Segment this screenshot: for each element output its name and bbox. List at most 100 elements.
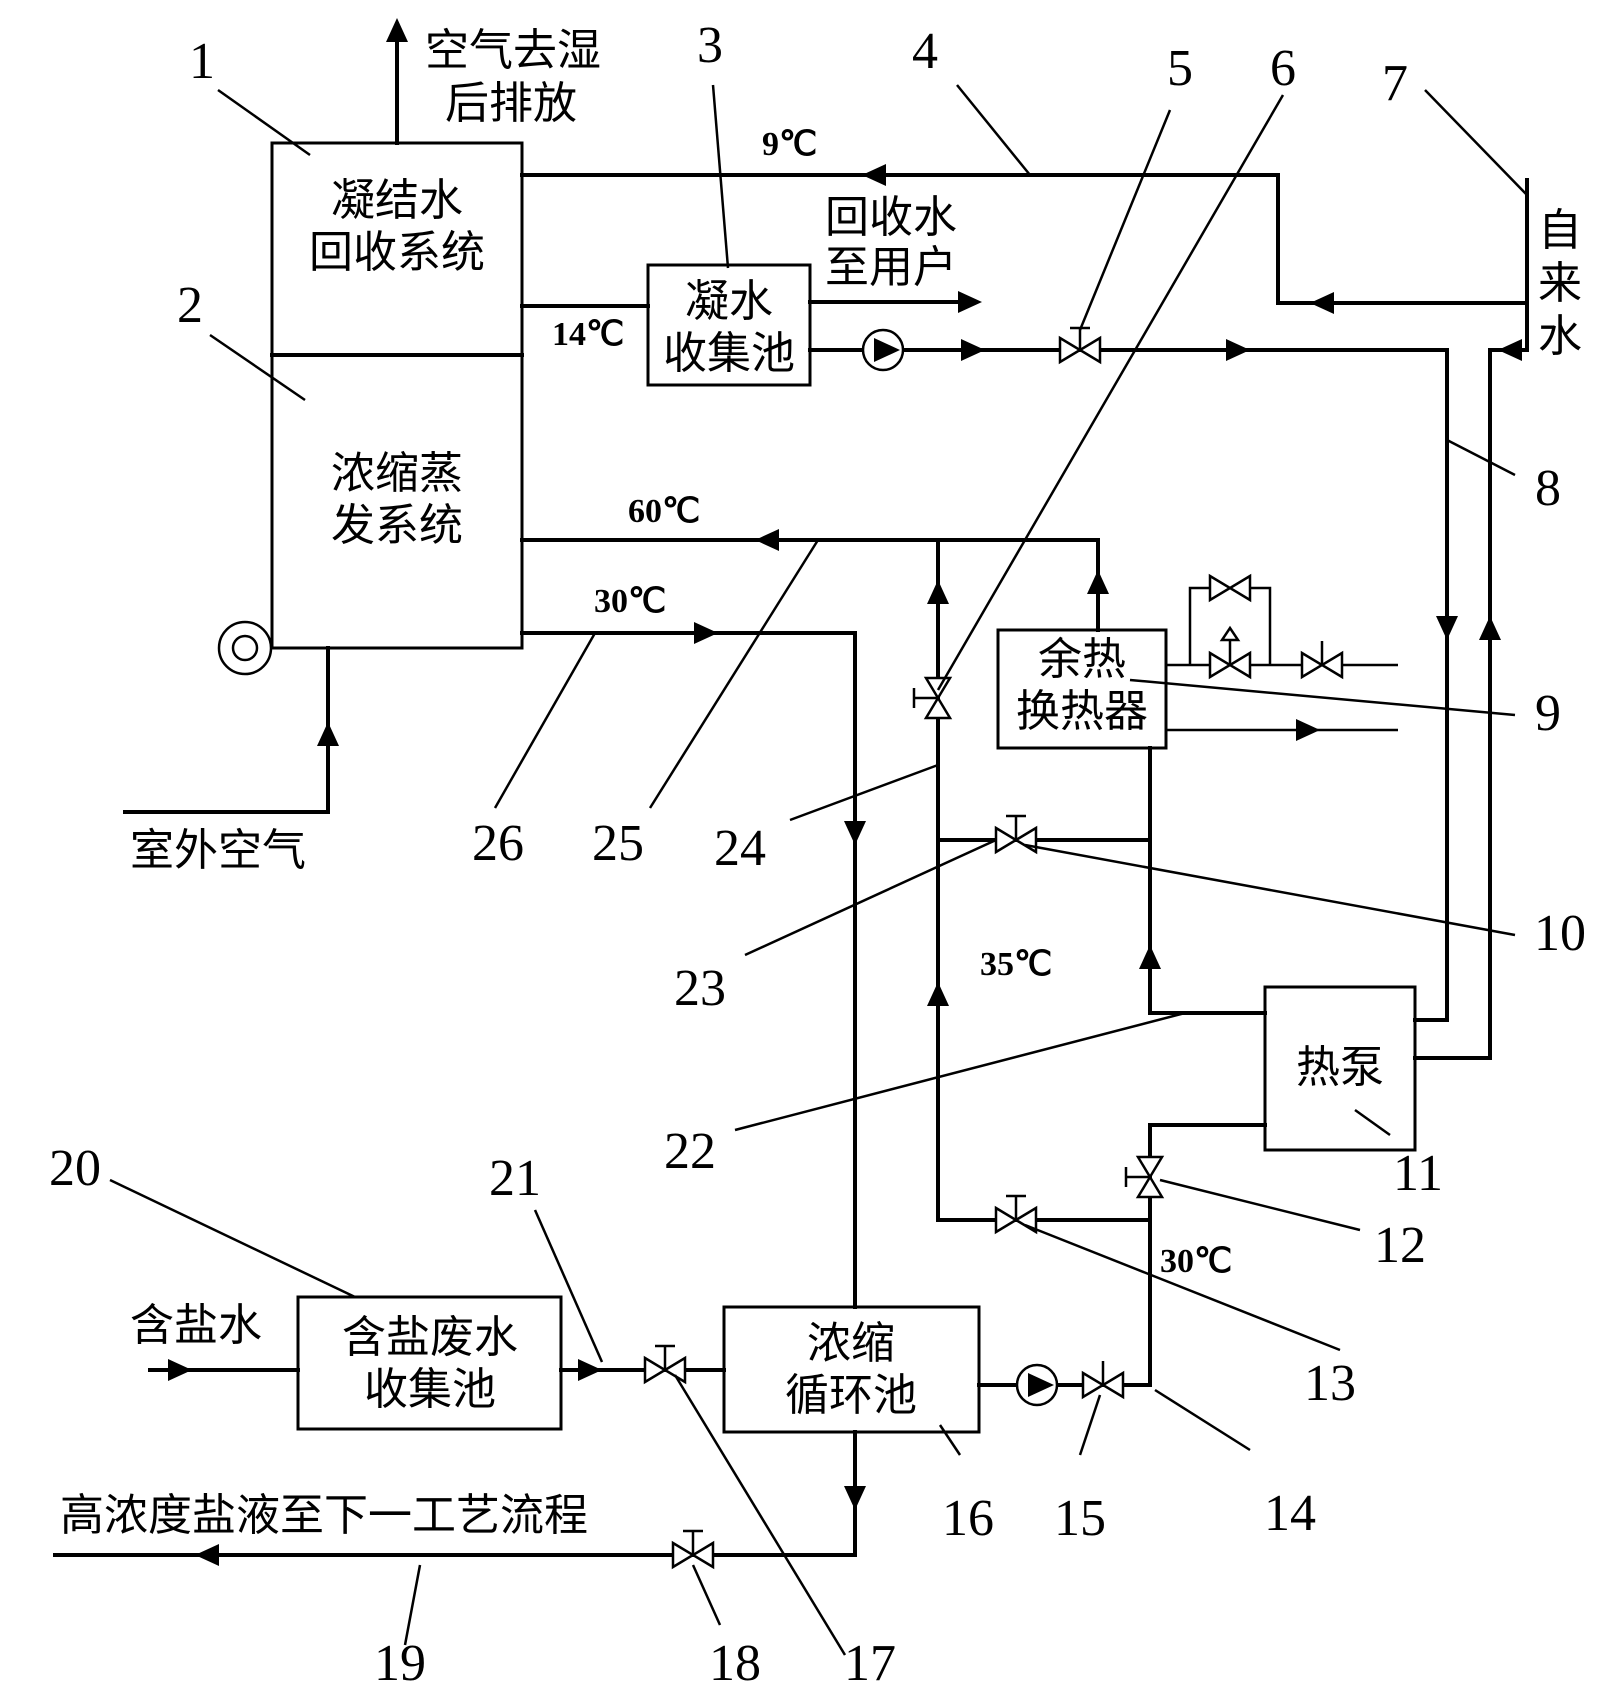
tap-water-label-1: 自 — [1538, 205, 1582, 256]
saline-wastewater-tank — [296, 1295, 563, 1431]
exhaust-label: 空气去湿 — [425, 25, 601, 76]
saline-water-label: 含盐水 — [130, 1300, 262, 1351]
pipe-19 — [53, 1430, 857, 1557]
pipe-22 — [1148, 746, 1267, 1015]
ref-number-25: 25 — [592, 815, 644, 872]
arrow-left-tap — [1498, 339, 1522, 361]
arrow-right-21 — [578, 1359, 602, 1381]
arrow-left-brine — [195, 1544, 219, 1566]
condensate-evaporator-unit — [270, 141, 524, 650]
arrow-up-1098 — [1087, 570, 1109, 594]
arrow-down-855 — [844, 821, 866, 845]
ref-number-11: 11 — [1393, 1145, 1443, 1202]
arrow-up-938a — [927, 580, 949, 604]
pipe-14 — [1108, 1123, 1267, 1387]
circulation-tank-label-2: 循环池 — [785, 1370, 917, 1421]
valve-15-icon — [1081, 1361, 1125, 1400]
ref-number-4: 4 — [912, 23, 938, 80]
arrow-up-1150 — [1139, 945, 1161, 969]
cold-water-return-pipe-4 — [520, 173, 1529, 305]
tap-water-label-3: 水 — [1538, 311, 1582, 362]
temperature-30c-upper: 30℃ — [594, 583, 666, 620]
condensate-recovery-label-2: 回收系统 — [309, 227, 485, 278]
heat-pump — [1263, 985, 1417, 1152]
arrow-right-recycled — [958, 291, 982, 313]
condensate-recovery-label: 凝结水 — [331, 175, 463, 226]
ref-number-17: 17 — [844, 1635, 896, 1692]
ref-number-5: 5 — [1167, 40, 1193, 97]
arrow-down-brine — [844, 1486, 866, 1510]
arrow-up-1490 — [1479, 616, 1501, 640]
condensate-tank-label: 凝水 — [685, 276, 773, 327]
ref-number-3: 3 — [697, 17, 723, 74]
ref-number-10: 10 — [1534, 905, 1586, 962]
pump-icon — [1015, 1363, 1059, 1407]
arrow-up-938b — [927, 982, 949, 1006]
heat-exchanger-label-2: 换热器 — [1016, 686, 1148, 737]
saline-tank-label-2: 收集池 — [364, 1364, 496, 1415]
tap-water-label-2: 来 — [1538, 258, 1582, 309]
arrow-up-exhaust — [386, 18, 408, 42]
ref-number-16: 16 — [942, 1490, 994, 1547]
leader-lines — [109, 84, 1528, 1656]
valve-5-icon — [1058, 326, 1102, 365]
recycled-water-label: 回收水 — [825, 192, 957, 243]
ref-number-20: 20 — [49, 1140, 101, 1197]
temperature-14c: 14℃ — [552, 316, 624, 353]
pipe-26 — [520, 631, 857, 1309]
condensate-tank-label-2: 收集池 — [663, 328, 795, 379]
ref-number-14: 14 — [1264, 1485, 1316, 1542]
heat-exchanger-label: 余热 — [1038, 634, 1126, 685]
temperature-30c-lower: 30℃ — [1160, 1243, 1232, 1280]
ref-number-7: 7 — [1382, 55, 1408, 112]
ref-number-9: 9 — [1535, 685, 1561, 742]
arrow-right-exchanger — [1296, 719, 1320, 741]
arrow-right-350a — [961, 339, 985, 361]
pump-icon — [861, 328, 905, 372]
condensate-collection-tank — [646, 263, 812, 387]
ref-number-15: 15 — [1054, 1490, 1106, 1547]
recycled-water-label-2: 至用户 — [825, 242, 957, 293]
temperature-60c: 60℃ — [628, 493, 700, 530]
evaporation-system-label-2: 发系统 — [331, 500, 463, 551]
ref-number-2: 2 — [177, 277, 203, 334]
valve-13-icon — [994, 1194, 1038, 1235]
arrow-left-303 — [1310, 292, 1334, 314]
fan-icon — [217, 620, 273, 676]
pipe-8 — [1413, 348, 1492, 1060]
ref-number-26: 26 — [472, 815, 524, 872]
ref-number-1: 1 — [189, 33, 215, 90]
ref-number-23: 23 — [674, 960, 726, 1017]
outdoor-air-label: 室外空气 — [130, 825, 306, 876]
ref-number-19: 19 — [374, 1635, 426, 1692]
outdoor-air-pipe — [123, 646, 330, 814]
ref-number-24: 24 — [714, 820, 766, 877]
circulation-tank-label: 浓缩 — [807, 1318, 895, 1369]
exhaust-label-2: 后排放 — [445, 78, 577, 129]
arrow-left-60c — [755, 529, 779, 551]
arrow-right-350b — [1226, 339, 1250, 361]
evaporation-system-label: 浓缩蒸 — [331, 448, 463, 499]
waste-heat-exchanger — [996, 628, 1168, 750]
arrow-right-saline — [168, 1359, 192, 1381]
arrow-down-1447 — [1436, 616, 1458, 640]
exchanger-valves-icon — [1208, 573, 1344, 680]
arrow-right-30c — [694, 622, 718, 644]
ref-number-22: 22 — [664, 1123, 716, 1180]
heat-pump-label: 热泵 — [1296, 1042, 1384, 1093]
valve-6-icon — [912, 676, 953, 720]
ref-number-18: 18 — [709, 1635, 761, 1692]
valve-17-icon — [643, 1344, 687, 1385]
temperature-9c: 9℃ — [762, 126, 817, 163]
temperature-35c: 35℃ — [980, 946, 1052, 983]
water-supply-pipe — [808, 348, 1449, 1022]
arrow-up-air — [317, 722, 339, 746]
arrow-left-9c — [862, 164, 886, 186]
saline-tank-label: 含盐废水 — [342, 1312, 518, 1363]
ref-number-8: 8 — [1535, 460, 1561, 517]
ref-number-21: 21 — [489, 1150, 541, 1207]
valve-18-icon — [671, 1529, 715, 1570]
ref-number-6: 6 — [1270, 40, 1296, 97]
hot-water-pipe-25 — [520, 538, 1100, 632]
